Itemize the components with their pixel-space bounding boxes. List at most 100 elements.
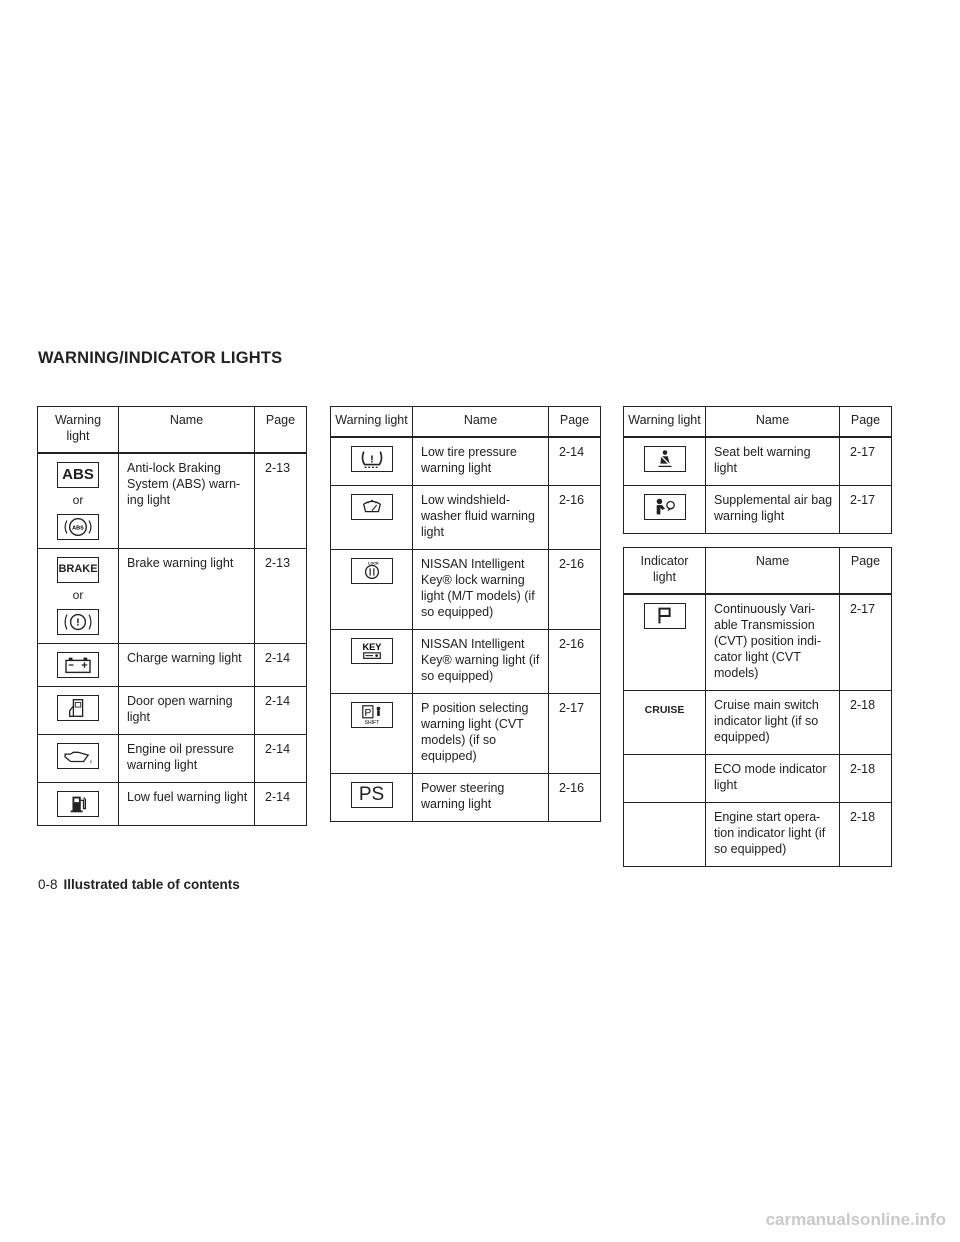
row-name: Engine start opera- tion indicator light… [705,802,840,867]
table-row: ! Low tire pressure warning light 2-14 [330,436,601,486]
svg-text:!: ! [76,618,79,629]
row-page: 2-18 [839,802,892,867]
row-name: Supplemental air bag warning light [705,485,840,534]
fuel-pump-icon [57,791,99,817]
row-page: 2-14 [254,734,307,783]
airbag-icon [643,494,686,520]
or-label: or [72,588,84,602]
svg-text:P: P [364,708,371,719]
svg-text:KEY: KEY [362,642,381,652]
row-page: 2-14 [548,436,601,486]
abs-icon: ABS [57,462,99,488]
table-row: Charge warning light 2-14 [37,643,307,687]
row-name: ECO mode indicator light [705,754,840,803]
table-row: ABS or ABS Anti-lock Braking System (ABS… [37,452,307,549]
row-page: 2-16 [548,773,601,822]
brake-circle-icon: ! [57,609,99,635]
table-row: Low fuel warning light 2-14 [37,782,307,826]
header-warning-light: Warning light [623,406,706,438]
watermark: carmanualsonline.info [765,1210,946,1229]
seat-belt-icon [643,446,686,472]
page-number: 0-8 [38,877,58,892]
header-name: Name [705,406,840,438]
abs-circle-icon: ABS [57,514,99,540]
header-name: Name [412,406,549,438]
header-page: Page [839,547,892,595]
footer-title: Illustrated table of contents [63,877,240,892]
warning-lights-table-1: Warning light Name Page ABS or ABS Anti-… [37,406,307,826]
row-page: 2-14 [254,643,307,687]
table-row: BRAKE or ! Brake warning light 2-13 [37,548,307,644]
row-page: 2-17 [839,436,892,486]
tire-pressure-icon: ! [350,446,393,472]
row-name: Brake warning light [118,548,255,644]
table-row: LOCK NISSAN Intelligent Key® lock warnin… [330,549,601,630]
door-open-icon [57,695,99,721]
row-name: Low fuel warning light [118,782,255,826]
row-page: 2-16 [548,485,601,550]
table-header-row: Warning light Name Page [330,406,601,438]
table-header-row: Warning light Name Page [623,406,892,438]
table-row: Engine oil pressure warning light 2-14 [37,734,307,783]
row-name: Charge warning light [118,643,255,687]
row-page: 2-16 [548,549,601,630]
row-name: P position selecting warning light (CVT … [412,693,549,774]
svg-text:SHIFT: SHIFT [364,720,379,726]
row-page: 2-17 [839,485,892,534]
row-page: 2-17 [548,693,601,774]
row-name: NISSAN Intelligent Key® lock warning lig… [412,549,549,630]
table-row: Door open warning light 2-14 [37,686,307,735]
table-row: Supplemental air bag warning light 2-17 [623,485,892,534]
cruise-icon: CRUISE [644,704,685,716]
header-warning-light: Warning light [37,406,119,454]
battery-icon [57,652,99,678]
warning-lights-table-3: Warning light Name Page Seat belt warnin… [623,406,892,534]
svg-text:LOCK: LOCK [368,562,379,566]
table-header-row: Indicator light Name Page [623,547,892,595]
page-footer: 0-8 Illustrated table of contents [38,877,240,892]
row-name: Anti-lock Braking System (ABS) warn- ing… [118,452,255,549]
row-name: NISSAN Intelligent Key® warning light (i… [412,629,549,694]
indicator-lights-table: Indicator light Name Page Continuously V… [623,547,892,867]
table-row: Seat belt warning light 2-17 [623,436,892,486]
table-row: Continuously Vari- able Transmission (CV… [623,593,892,691]
table-row: PS Power steering warning light 2-16 [330,773,601,822]
row-page: 2-17 [839,593,892,691]
svg-text:ABS: ABS [72,525,84,531]
row-page: 2-14 [254,782,307,826]
table-row: Engine start opera- tion indicator light… [623,802,892,867]
empty-icon-cell [623,802,706,867]
table-row: CRUISE Cruise main switch indicator ligh… [623,690,892,755]
header-page: Page [548,406,601,438]
row-name: Low windshield- washer fluid warning lig… [412,485,549,550]
header-warning-light: Warning light [330,406,413,438]
empty-icon-cell [623,754,706,803]
row-name: Cruise main switch indicator light (if s… [705,690,840,755]
table-row: Low windshield- washer fluid warning lig… [330,485,601,550]
row-name: Low tire pressure warning light [412,436,549,486]
key-warning-icon: KEY [350,638,393,664]
svg-text:!: ! [370,455,373,466]
or-label: or [72,493,84,507]
header-page: Page [254,406,307,454]
row-page: 2-18 [839,690,892,755]
row-name: Power steering warning light [412,773,549,822]
row-name: Door open warning light [118,686,255,735]
row-page: 2-14 [254,686,307,735]
row-name: Continuously Vari- able Transmission (CV… [705,593,840,691]
oil-can-icon [57,743,99,769]
brake-icon: BRAKE [57,557,99,583]
warning-lights-table-2: Warning light Name Page ! Low tire press… [330,406,601,822]
section-title: WARNING/INDICATOR LIGHTS [38,349,283,367]
row-page: 2-16 [548,629,601,694]
row-name: Engine oil pressure warning light [118,734,255,783]
washer-fluid-icon [350,494,393,520]
header-page: Page [839,406,892,438]
table-row: ECO mode indicator light 2-18 [623,754,892,803]
header-name: Name [705,547,840,595]
header-indicator-light: Indicator light [623,547,706,595]
key-lock-icon: LOCK [350,558,393,584]
table-header-row: Warning light Name Page [37,406,307,454]
